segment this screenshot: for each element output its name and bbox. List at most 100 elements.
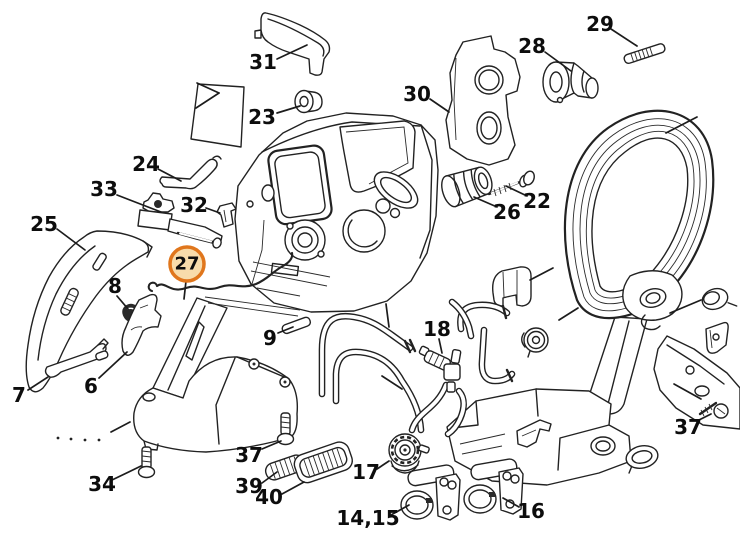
part-hoses bbox=[318, 298, 516, 438]
part-label-33: 33 bbox=[90, 177, 118, 201]
part-label-22: 22 bbox=[523, 189, 551, 213]
part-clamp-14-15 bbox=[400, 464, 461, 521]
part-bracket-30 bbox=[445, 35, 521, 166]
part-label-26: 26 bbox=[493, 200, 521, 224]
leader-line bbox=[429, 98, 450, 113]
leader-line bbox=[116, 295, 129, 310]
leader-line bbox=[529, 267, 554, 281]
leader-line bbox=[111, 465, 142, 481]
part-screw-34 bbox=[137, 446, 156, 479]
leader-dot bbox=[56, 436, 60, 440]
part-adjuster-knob bbox=[521, 327, 549, 358]
leader-line bbox=[196, 82, 220, 94]
leader-line bbox=[665, 116, 698, 134]
part-label-29: 29 bbox=[586, 12, 614, 36]
leader-line bbox=[183, 280, 187, 300]
leader-line bbox=[505, 185, 528, 197]
part-label-37: 37 bbox=[235, 443, 263, 467]
highlighted-part-marker[interactable] bbox=[168, 245, 206, 283]
leader-dot bbox=[83, 438, 87, 442]
leader-line bbox=[276, 44, 308, 60]
part-label-16: 16 bbox=[517, 499, 545, 523]
leader-line bbox=[502, 497, 520, 508]
part-screw-22 bbox=[487, 170, 535, 197]
part-buffer-26 bbox=[441, 166, 493, 208]
leader-line bbox=[277, 326, 294, 334]
part-lever-24 bbox=[159, 155, 222, 190]
leader-line bbox=[110, 421, 131, 433]
part-rear-frame bbox=[446, 316, 740, 486]
part-label-40: 40 bbox=[255, 485, 283, 509]
leader-line bbox=[98, 351, 128, 379]
part-label-37: 37 bbox=[674, 415, 702, 439]
leader-line bbox=[438, 338, 443, 354]
leader-line bbox=[205, 207, 221, 214]
part-label-17: 17 bbox=[352, 460, 380, 484]
leader-line bbox=[56, 228, 86, 251]
part-cover-40 bbox=[293, 441, 353, 484]
part-label-7: 7 bbox=[12, 383, 26, 407]
part-lever-7 bbox=[44, 338, 109, 378]
leader-line bbox=[381, 375, 403, 390]
part-cover-clip bbox=[492, 266, 532, 307]
leader-line bbox=[376, 460, 390, 470]
part-oval-cap bbox=[625, 445, 659, 474]
leader-line bbox=[27, 376, 49, 391]
leader-dot bbox=[69, 437, 73, 441]
part-trigger-6 bbox=[121, 293, 162, 356]
part-clip-32 bbox=[216, 202, 237, 228]
part-label-34: 34 bbox=[88, 472, 116, 496]
part-label-18: 18 bbox=[423, 317, 451, 341]
leader-line bbox=[385, 303, 390, 328]
leader-line bbox=[390, 504, 410, 516]
leader-line bbox=[195, 92, 220, 109]
part-filter-17 bbox=[388, 433, 430, 474]
part-label-30: 30 bbox=[403, 82, 431, 106]
part-plug-cap bbox=[701, 287, 738, 311]
part-pin-9 bbox=[281, 316, 312, 335]
part-label-24: 24 bbox=[132, 152, 160, 176]
leader-line bbox=[276, 105, 301, 114]
part-cover-31 bbox=[254, 12, 331, 76]
leader-line bbox=[116, 194, 162, 213]
leader-line bbox=[558, 307, 579, 321]
leader-line bbox=[673, 383, 702, 400]
part-label-6: 6 bbox=[84, 374, 98, 398]
part-label-9: 9 bbox=[263, 326, 277, 350]
part-grommet-23 bbox=[294, 89, 323, 114]
part-bushing-28 bbox=[542, 61, 599, 104]
leader-line bbox=[157, 168, 182, 182]
part-screw-29 bbox=[623, 43, 666, 65]
part-strip-bracket bbox=[516, 419, 552, 448]
leader-line bbox=[473, 196, 498, 208]
part-loop-handle bbox=[563, 109, 715, 331]
part-engine-housing bbox=[234, 112, 439, 313]
part-label-14-15: 14,15 bbox=[336, 506, 399, 530]
part-panel bbox=[190, 83, 245, 148]
part-label-39: 39 bbox=[235, 474, 263, 498]
part-label-23: 23 bbox=[248, 105, 276, 129]
part-lever-flag bbox=[705, 321, 729, 354]
leader-dot bbox=[97, 438, 101, 442]
leader-line bbox=[281, 481, 305, 495]
leader-line bbox=[698, 413, 712, 421]
part-spring-27 bbox=[147, 251, 294, 293]
part-label-28: 28 bbox=[518, 34, 546, 58]
part-fuel-tank-handle bbox=[133, 296, 301, 453]
leader-line bbox=[610, 28, 638, 47]
part-label-27[interactable]: 27 bbox=[174, 254, 199, 275]
part-label-8: 8 bbox=[108, 274, 122, 298]
leader-line bbox=[544, 51, 572, 72]
part-tee-connector-18 bbox=[418, 345, 462, 393]
leader-line bbox=[261, 440, 282, 450]
part-clamp-16 bbox=[463, 458, 524, 515]
part-screw-37b bbox=[698, 401, 729, 419]
part-screw-37a bbox=[276, 412, 295, 446]
part-label-31: 31 bbox=[249, 50, 277, 74]
leader-line bbox=[261, 471, 278, 484]
part-label-25: 25 bbox=[30, 212, 58, 236]
leader-line bbox=[669, 299, 702, 314]
